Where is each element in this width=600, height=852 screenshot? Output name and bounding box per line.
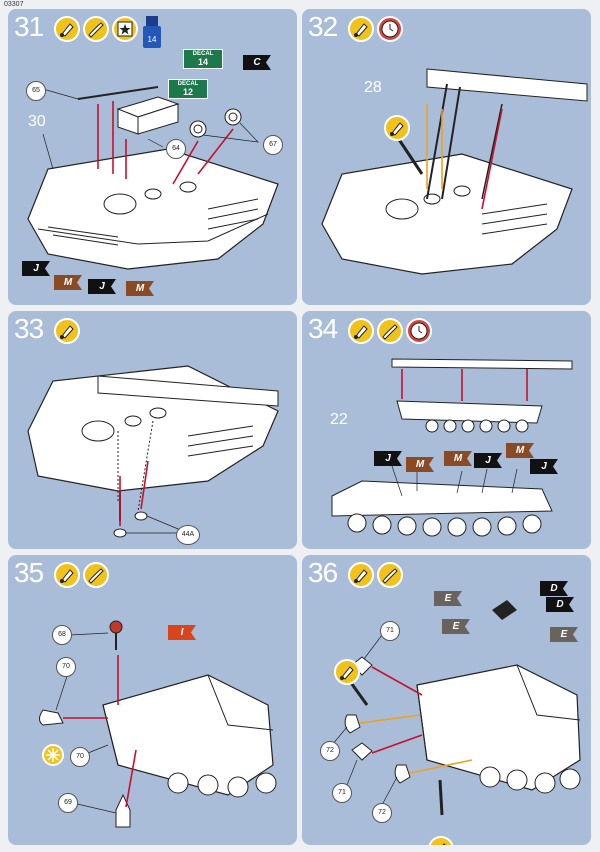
step-number: 36 [308, 557, 338, 588]
glue-icon [348, 16, 374, 42]
part-callout-70: 70 [56, 657, 76, 677]
glue-icon [54, 562, 80, 588]
part-callout-68: 68 [52, 625, 72, 645]
step-number: 32 [308, 11, 338, 42]
color-flag-m: M [444, 451, 472, 466]
part-number-28: 28 [364, 79, 382, 96]
step-icons [348, 318, 432, 344]
step-number: 34 [308, 313, 338, 344]
color-flag-e: E [442, 619, 470, 634]
part-number-22: 22 [330, 411, 348, 428]
step-35-panel: 35 68 I 70 70 69 [8, 555, 297, 845]
step-35-drawing [39, 620, 277, 828]
part-callout-70: 70 [70, 747, 90, 767]
brush-icon [83, 16, 109, 42]
color-flag-m: M [506, 443, 534, 458]
part-callout-72: 72 [320, 741, 340, 761]
color-flag-j: J [530, 459, 558, 474]
step-icons [348, 16, 403, 42]
product-code: 03307 [4, 1, 24, 8]
step-icons [54, 562, 109, 588]
color-flag-m: M [126, 281, 154, 296]
glue-icon [384, 115, 410, 141]
step-36-drawing [331, 600, 581, 816]
color-flag-m: M [54, 275, 82, 290]
glue-icon [348, 318, 374, 344]
star-icon [112, 16, 138, 42]
color-flag-j: J [474, 453, 502, 468]
step-32-drawing [321, 68, 588, 275]
step-31-panel: 31 14 [8, 9, 297, 305]
step-31-drawing [27, 86, 279, 270]
glue-icon [334, 659, 360, 685]
color-flag-e: E [434, 591, 462, 606]
color-flag-e: E [550, 627, 578, 642]
color-flag-m: M [406, 457, 434, 472]
step-number: 33 [14, 313, 44, 344]
step-number: 31 [14, 11, 44, 42]
step-icons [348, 562, 403, 588]
color-flag-j: J [374, 451, 402, 466]
glue-icon [54, 16, 80, 42]
brush-icon [377, 562, 403, 588]
part-callout-65: 65 [26, 81, 46, 101]
paint-code: 14 [148, 35, 157, 44]
part-callout-71: 71 [332, 783, 352, 803]
step-33-drawing [27, 365, 279, 538]
step-icons: 14 [54, 16, 163, 50]
step-33-panel: 33 44A [8, 311, 297, 549]
clock-icon [377, 16, 403, 42]
step-number: 35 [14, 557, 44, 588]
color-flag-d: D [546, 597, 574, 612]
brush-icon [83, 562, 109, 588]
step-36-panel: 36 E D D E E 71 72 71 72 [302, 555, 591, 845]
glue-icon [54, 318, 80, 344]
color-flag-j: J [88, 279, 116, 294]
part-callout-44a: 44A [176, 525, 200, 545]
part-callout-67: 67 [263, 135, 283, 155]
glue-icon [348, 562, 374, 588]
step-icons [54, 318, 80, 344]
part-callout-64: 64 [166, 139, 186, 159]
color-flag-i: I [168, 625, 196, 640]
part-number-30: 30 [28, 113, 46, 130]
glue-icon [428, 836, 454, 845]
part-callout-71: 71 [380, 621, 400, 641]
paint-pot-icon: 14 [141, 16, 163, 50]
color-flag-j: J [22, 261, 50, 276]
part-callout-69: 69 [58, 793, 78, 813]
part-callout-72: 72 [372, 803, 392, 823]
brush-icon [377, 318, 403, 344]
step-32-panel: 32 28 [302, 9, 591, 305]
step-34-drawing [331, 358, 573, 537]
color-flag-d: D [540, 581, 568, 596]
color-flag-c: C [243, 55, 271, 70]
clock-icon [406, 318, 432, 344]
step-34-panel: 34 22 J M M J M J [302, 311, 591, 549]
